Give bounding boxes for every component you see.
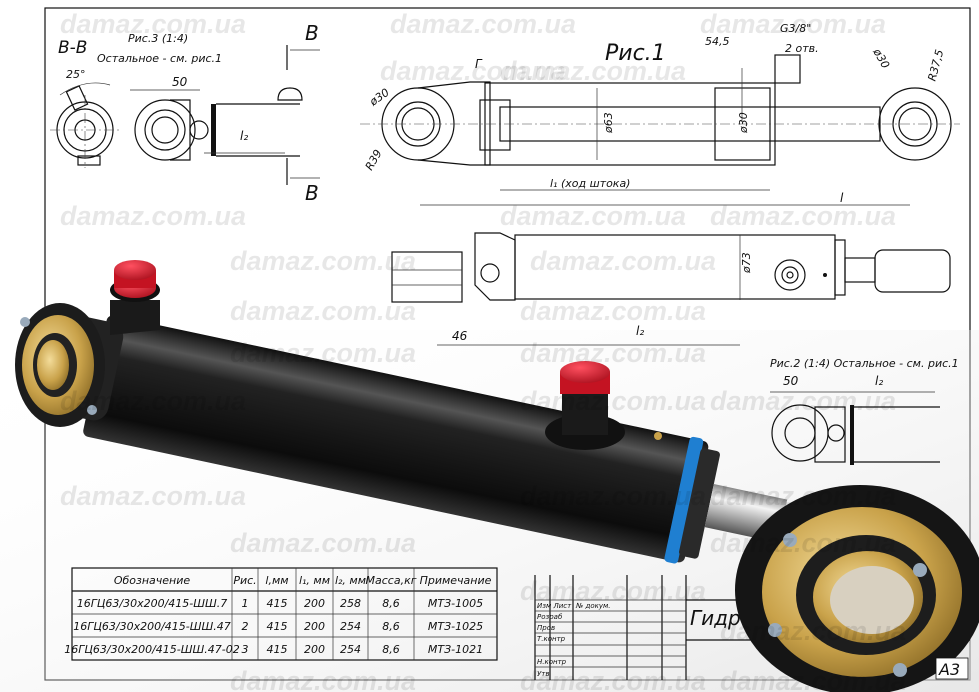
table-cell: 200 (304, 597, 325, 610)
watermark-text: damaz.com.ua (520, 296, 706, 326)
tb-tkontr: Т.контр (537, 635, 566, 643)
mid-d73: ø73 (740, 252, 753, 274)
watermark-text: damaz.com.ua (710, 528, 896, 558)
watermark-text: damaz.com.ua (520, 481, 706, 511)
fig1-d30-right: ø30 (870, 45, 892, 70)
fig1-thread: G3/8" (780, 22, 811, 35)
watermark-text: damaz.com.ua (230, 666, 416, 692)
table-header: l₁, мм (299, 574, 330, 587)
fig3-section-label: В-В (58, 38, 87, 58)
tb-prov: Пров (537, 624, 555, 632)
fig1-title: Рис.1 (605, 41, 666, 66)
table-cell: МТЗ-1005 (428, 597, 483, 610)
watermark-text: damaz.com.ua (390, 9, 576, 39)
tb-nkontr: Н.контр (537, 658, 567, 666)
tb-izm-list: Изм Лист (537, 602, 572, 610)
watermark-text: damaz.com.ua (700, 9, 886, 39)
fig3-angle: 25° (66, 68, 86, 81)
table-header: Рис. (233, 574, 256, 587)
fig1-leader-g: Г (475, 57, 483, 71)
fig1-section-view: Рис.1 Г ø30 R39 ø63 ø30 54,5 G3/8" 2 отв… (360, 22, 960, 206)
table-cell: 415 (267, 597, 288, 610)
table-cell: 8,6 (382, 643, 400, 656)
watermark-text: damaz.com.ua (500, 56, 686, 86)
watermark-text: damaz.com.ua (520, 576, 706, 606)
table-header: Обозначение (114, 574, 191, 587)
fig1-holes: 2 отв. (785, 42, 819, 55)
fig2-dim-l2: l₂ (875, 374, 883, 388)
table-cell: 16ГЦ63/30х200/415-ШШ.47 (73, 620, 231, 633)
fig2-view: Рис.2 (1:4) Остальное - см. рис.1 50 l₂ (770, 357, 959, 465)
fig3-cut-label-bottom: В (305, 181, 319, 205)
watermark-text: damaz.com.ua (380, 56, 566, 86)
tb-format: А3 (938, 660, 960, 679)
fig3-dim-50: 50 (172, 75, 188, 89)
tb-doc-no: № докум. (575, 602, 611, 610)
fig1-stroke: l₁ (ход штока) (550, 177, 630, 190)
watermark-text: damaz.com.ua (60, 481, 246, 511)
fig3-cut-label-top: В (305, 21, 319, 45)
table-header: Масса,кг (366, 574, 417, 587)
watermark-text: damaz.com.ua (720, 666, 906, 692)
watermark-text: damaz.com.ua (710, 481, 896, 511)
tb-utv: Утв (537, 670, 549, 678)
table-cell: 2 (242, 620, 249, 633)
fig3-title: Рис.3 (1:4) (128, 32, 188, 45)
watermark-text: damaz.com.ua (530, 246, 716, 276)
watermark-text: damaz.com.ua (60, 386, 246, 416)
table-cell: 3 (242, 643, 249, 656)
mid-dim-46: 46 (452, 329, 468, 343)
fig1-dim-545: 54,5 (705, 35, 730, 48)
table-cell: 8,6 (382, 620, 400, 633)
table-cell: 200 (304, 620, 325, 633)
table-cell: МТЗ-1025 (428, 620, 483, 633)
side-view: 46 l₂ ø73 (391, 232, 951, 346)
table-cell: 254 (340, 620, 361, 633)
fig1-r375: R37,5 (925, 48, 946, 82)
fig3-dim-l2: l₂ (240, 129, 248, 143)
watermark-text: damaz.com.ua (500, 201, 686, 231)
watermark-text: damaz.com.ua (60, 201, 246, 231)
fig2-title: Рис.2 (1:4) Остальное - см. рис.1 (770, 357, 959, 370)
table-cell: 8,6 (382, 597, 400, 610)
fig1-d30-left: ø30 (366, 86, 391, 109)
fig1-d30-rod: ø30 (737, 112, 750, 134)
tb-format-cell: А3 (935, 657, 969, 680)
watermark-text: damaz.com.ua (520, 386, 706, 416)
watermark-text: damaz.com.ua (230, 528, 416, 558)
fig1-r39: R39 (363, 147, 385, 172)
watermark-text: damaz.com.ua (520, 666, 706, 692)
cylinder-3d-render (15, 260, 979, 692)
table-header: l₂, мм (335, 574, 366, 587)
watermark-text: damaz.com.ua (520, 338, 706, 368)
table-cell: 16ГЦ63/30х200/415-ШШ.7 (77, 597, 228, 610)
watermark-text: damaz.com.ua (230, 246, 416, 276)
table-cell: 415 (267, 643, 288, 656)
fig3-section-view: В-В Рис.3 (1:4) Остальное - см. рис.1 25… (50, 21, 320, 205)
watermark-text: damaz.com.ua (230, 338, 416, 368)
watermark-text: damaz.com.ua (710, 201, 896, 231)
table-cell: 415 (267, 620, 288, 633)
table-cell: 200 (304, 643, 325, 656)
table-cell: МТЗ-1021 (428, 643, 483, 656)
table-cell: 16ГЦ63/30х200/415-ШШ.47-02 (64, 643, 240, 656)
fig2-dim-50: 50 (783, 374, 799, 388)
table-cell: 254 (340, 643, 361, 656)
table-cell: 1 (242, 597, 249, 610)
tb-razrab: Розраб (537, 613, 563, 621)
watermark-text: damaz.com.ua (710, 386, 896, 416)
fig3-note: Остальное - см. рис.1 (97, 52, 222, 65)
mid-dim-l2: l₂ (636, 324, 644, 338)
watermark-text: damaz.com.ua (230, 296, 416, 326)
table-cell: 258 (340, 597, 361, 610)
watermark-text: damaz.com.ua (720, 616, 906, 646)
fig1-length: l (840, 191, 844, 205)
fig1-d63: ø63 (602, 112, 615, 134)
table-header: Примечание (420, 574, 492, 587)
watermark-text: damaz.com.ua (60, 9, 246, 39)
table-header: l,мм (265, 574, 288, 587)
